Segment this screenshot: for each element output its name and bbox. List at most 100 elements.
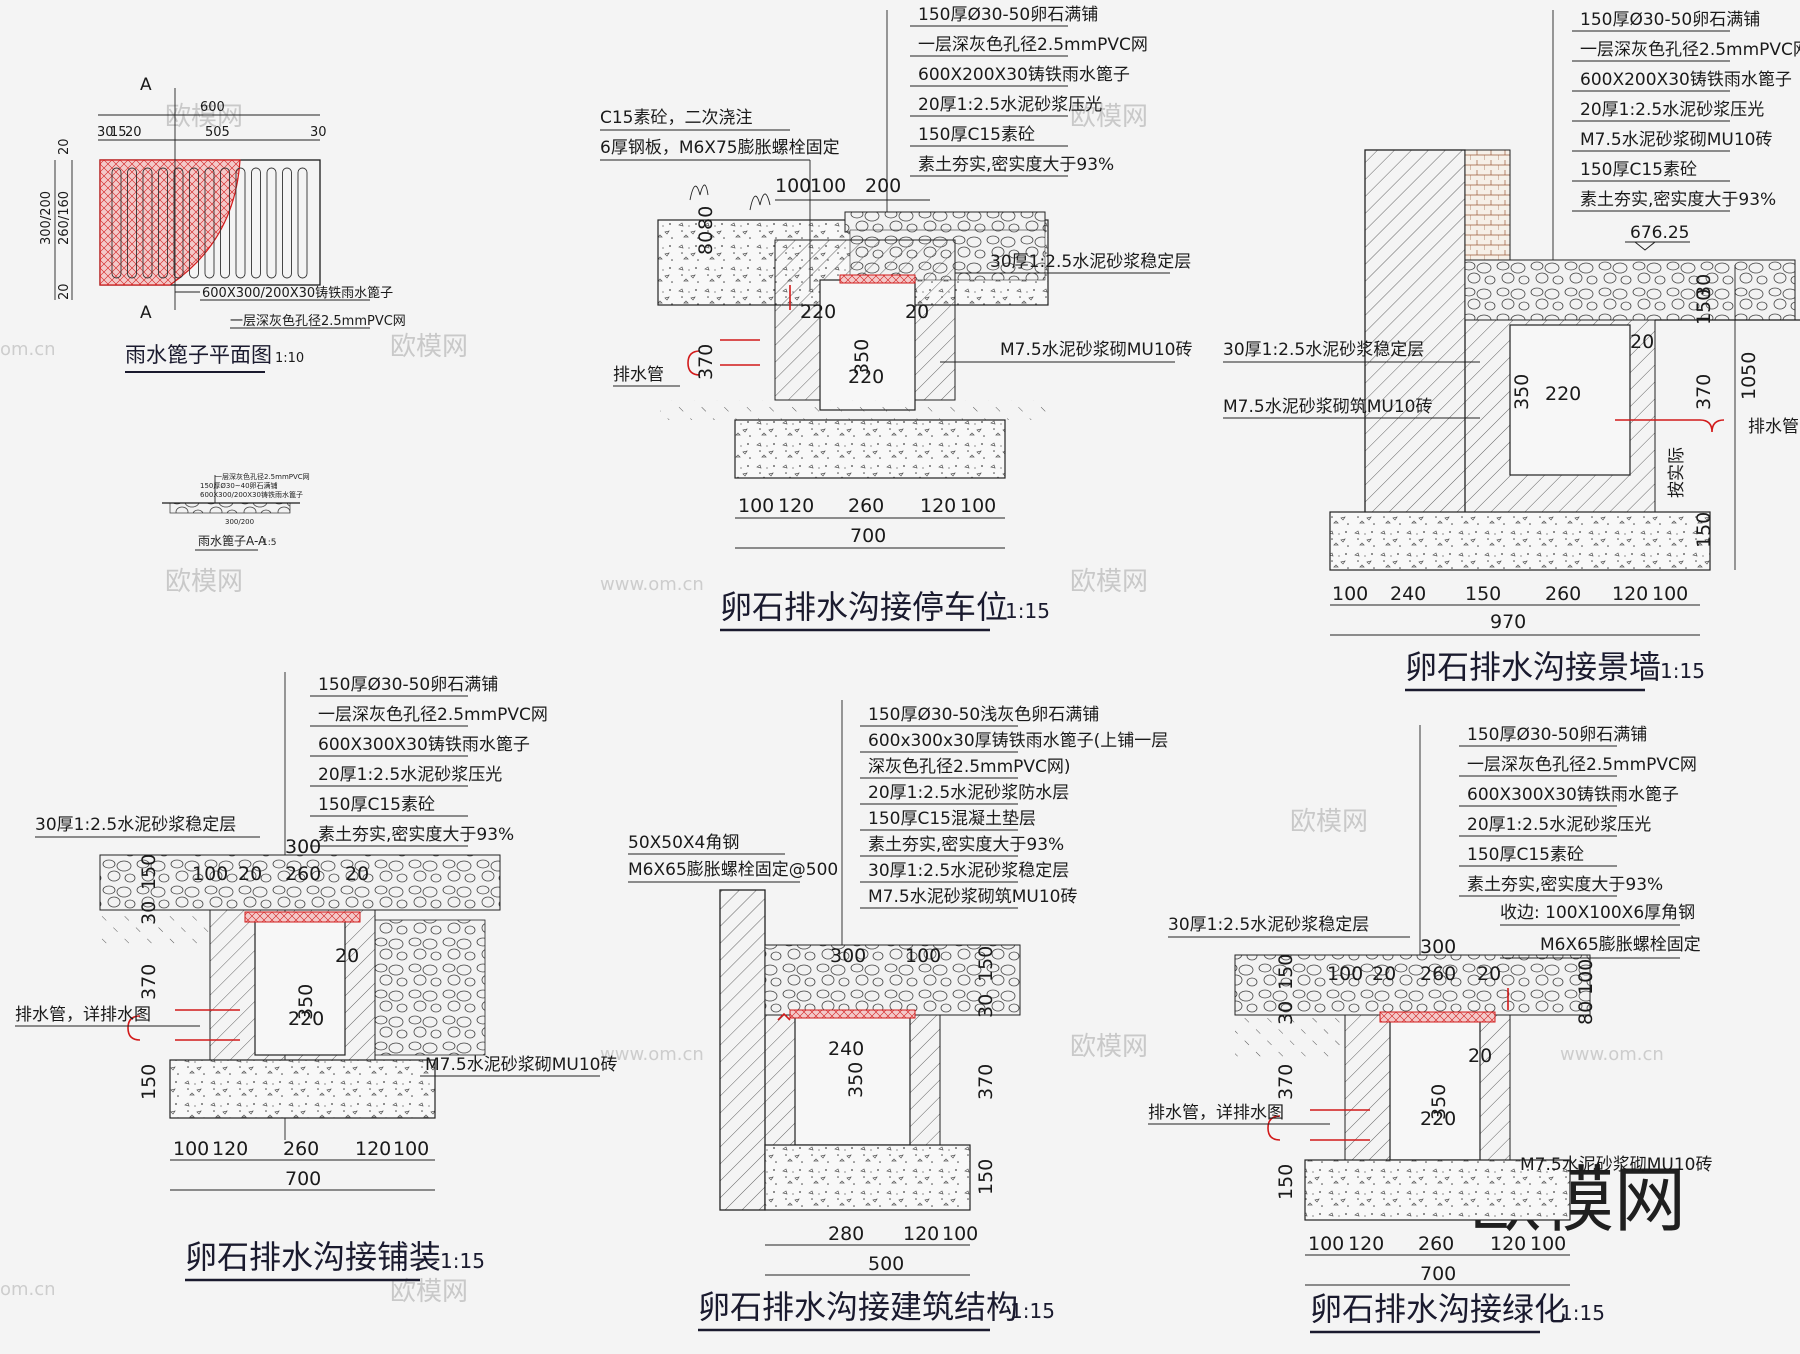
- plan-scale: 1:10: [275, 351, 304, 366]
- dim-label: 150: [1275, 1164, 1297, 1200]
- ditch-channel: [819, 279, 916, 411]
- dim-label: 240: [828, 1038, 864, 1060]
- detail-scale: 1:15: [440, 1249, 485, 1273]
- callout: M7.5水泥砂浆砌MU10砖: [1000, 340, 1192, 360]
- layer-callout: 20厚1:2.5水泥砂浆压光: [1467, 815, 1651, 835]
- dim-label: 260: [1420, 963, 1456, 985]
- callout: 50X50X4角钢: [628, 833, 739, 853]
- dim-label: 240: [1390, 583, 1426, 605]
- elevation-label: 676.25: [1630, 223, 1689, 243]
- callout: C15素砼，二次浇注: [600, 108, 753, 128]
- layer-callout: 素土夯实,密实度大于93%: [1467, 875, 1663, 895]
- dim-label: 100: [1575, 959, 1597, 995]
- dim-label: 30: [1693, 274, 1715, 298]
- layer-callout: 素土夯实,密实度大于93%: [868, 835, 1064, 855]
- dim-label: 15: [110, 125, 127, 140]
- callout: 30厚1:2.5水泥砂浆稳定层: [1223, 340, 1424, 360]
- dim-label: 100: [905, 945, 941, 967]
- watermark-logo: 欧模网: [1070, 567, 1148, 597]
- dim-label: 150: [138, 1064, 160, 1100]
- layer-callout: 一层深灰色孔径2.5mmPVC网: [1467, 755, 1697, 775]
- callout: M6X65膨胀螺栓固定@500: [628, 860, 838, 880]
- dim-label: 350: [295, 984, 317, 1020]
- layer-callout: 20厚1:2.5水泥砂浆压光: [1580, 100, 1764, 120]
- callout: 收边: 100X100X6厚角钢: [1500, 903, 1695, 923]
- dim-label: 1050: [1738, 352, 1760, 400]
- layer-callout: 600X200X30铸铁雨水篦子: [1580, 70, 1792, 90]
- layer-callout: 150厚C15素砼: [318, 795, 435, 815]
- callout: 30厚1:2.5水泥砂浆稳定层: [1168, 915, 1369, 935]
- detail-title: 卵石排水沟接绿化: [1310, 1290, 1566, 1328]
- watermark-url: om.cn: [0, 339, 56, 360]
- layer-callout: 150厚C15混凝土垫层: [868, 809, 1036, 829]
- dim-label: 220: [1420, 1108, 1456, 1130]
- dim-label: 100: [738, 495, 774, 517]
- dim-label: 20: [125, 125, 142, 140]
- watermark-logo: 欧模网: [1070, 1032, 1148, 1062]
- layer-callout: 600X300X30铸铁雨水篦子: [1467, 785, 1679, 805]
- ditch-channel: [1389, 1019, 1481, 1161]
- layer-callout: 20厚1:2.5水泥砂浆压光: [918, 95, 1102, 115]
- dim-label: 20: [57, 138, 72, 155]
- grate-slot: [251, 167, 261, 279]
- callout: M7.5水泥砂浆砌筑MU10砖: [1223, 397, 1432, 417]
- watermark-logo: 欧模网: [165, 102, 243, 132]
- layer-callout: 600x300x30厚铸铁雨水篦子(上铺一层: [868, 731, 1168, 751]
- layer-callout: 150厚C15素砼: [918, 125, 1035, 145]
- layer-callout: 150厚Ø30-50卵石满铺: [918, 5, 1098, 25]
- dim-label: 20: [1468, 1045, 1492, 1067]
- dim-label: 700: [285, 1168, 321, 1190]
- dim-label: 350: [1428, 1084, 1450, 1120]
- dim-label: 120: [355, 1138, 391, 1160]
- dim-label: 120: [903, 1223, 939, 1245]
- dim-label: 350: [845, 1062, 867, 1098]
- dim-label: 505: [205, 125, 230, 140]
- dim-label: 30: [97, 125, 114, 140]
- dim-label: 370: [975, 1064, 997, 1100]
- dim-label: 100: [1308, 1233, 1344, 1255]
- dim-label: 300: [285, 836, 321, 858]
- layer-callout: 150厚Ø30-50卵石满铺: [318, 675, 498, 695]
- dim-label: 120: [212, 1138, 248, 1160]
- dim-label: 260: [283, 1138, 319, 1160]
- section-mark-label: A: [140, 75, 152, 95]
- dim-label: 120: [778, 495, 814, 517]
- dim-label: 260/160: [57, 191, 72, 245]
- dim-label: 150: [138, 854, 160, 890]
- dim-label: 220: [1545, 383, 1581, 405]
- layer-callout: 素土夯实,密实度大于93%: [918, 155, 1114, 175]
- dim-label: 300/200: [39, 191, 54, 245]
- layer-callout: 150厚Ø30-50卵石满铺: [1467, 725, 1647, 745]
- dim-label: 100: [960, 495, 996, 517]
- dim-label: 100: [393, 1138, 429, 1160]
- dim-label: 150: [1693, 289, 1715, 325]
- dim-label: 20: [345, 863, 369, 885]
- watermark-url: www.om.cn: [600, 1044, 704, 1065]
- watermark-logo: 欧模网: [1070, 102, 1148, 132]
- grate-slot: [142, 167, 153, 279]
- detail-scale: 1:15: [1660, 659, 1705, 683]
- callout: 排水管，详排水图: [1148, 1103, 1284, 1123]
- layer-callout: 150厚Ø30-50浅灰色卵石满铺: [868, 705, 1099, 725]
- dim-label: 100: [1530, 1233, 1566, 1255]
- detail-parking: 150厚Ø30-50卵石满铺一层深灰色孔径2.5mmPVC网600X200X30…: [600, 5, 1192, 632]
- detail-building-structure: 150厚Ø30-50浅灰色卵石满铺600x300x30厚铸铁雨水篦子(上铺一层深…: [628, 700, 1168, 1332]
- ditch-channel: [794, 1014, 911, 1146]
- watermark-url: www.om.cn: [600, 574, 704, 595]
- section-note: 600X300/200X30铸铁雨水篦子: [200, 490, 303, 499]
- grate-slot: [158, 167, 168, 279]
- dim-label: 150: [1465, 583, 1501, 605]
- dim-label: 150: [1693, 512, 1715, 548]
- callout: 排水管，详排水图: [15, 1005, 151, 1025]
- layer-callout: 150厚C15素砼: [1467, 845, 1584, 865]
- dim-label: 20: [1372, 963, 1396, 985]
- dim-label: 280: [828, 1223, 864, 1245]
- detail-landscape-wall: 150厚Ø30-50卵石满铺一层深灰色孔径2.5mmPVC网600X200X30…: [1223, 10, 1800, 692]
- watermark-logo: 欧模网: [390, 332, 468, 362]
- dim-label: 350: [1511, 374, 1533, 410]
- detail-title: 卵石排水沟接停车位: [720, 588, 1008, 626]
- layer-callout: 150厚C15素砼: [1580, 160, 1697, 180]
- section-scale: 1:5: [262, 538, 276, 548]
